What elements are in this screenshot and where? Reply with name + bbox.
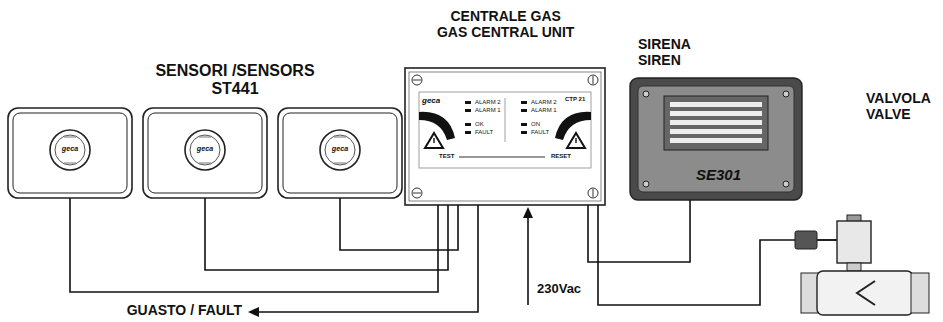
led [465, 123, 471, 126]
unit-heading: CENTRALE GAS GAS CENTRAL UNIT [435, 8, 576, 40]
led-label: ALARM 2 [531, 99, 557, 106]
connection-wire [340, 198, 458, 250]
gas-valve: VALVOLA VALVE [795, 215, 935, 317]
gas-sensor: geca [278, 108, 402, 198]
unit-lid [409, 72, 601, 201]
valve-body [817, 271, 913, 315]
button-label: RESET [551, 153, 571, 160]
status-arc [419, 112, 455, 140]
screw [643, 181, 649, 187]
power-input-wire [527, 216, 529, 305]
button-label: TEST [439, 153, 454, 160]
led-label: FAULT [531, 129, 549, 136]
model-label: SE301 [696, 166, 741, 183]
warning-triangle [567, 133, 585, 148]
screw [643, 91, 649, 97]
screw-slot [413, 193, 421, 194]
power-supply-label: 230Vac [537, 282, 581, 297]
led-label: ALARM 1 [531, 107, 557, 114]
grille-slot [670, 138, 762, 143]
model-label: CTP 21 [565, 96, 585, 103]
brand-logo: geca [278, 145, 402, 153]
siren-frame [630, 78, 802, 200]
led-label: ALARM 1 [475, 107, 501, 114]
siren: SIRENA SIRENSE301 [630, 78, 802, 200]
screw [412, 75, 422, 85]
siren-drawing [630, 78, 802, 200]
grille-slot [670, 102, 762, 107]
connection-wire [588, 200, 690, 262]
pipe-flange [801, 273, 819, 313]
fault-output-label: GUASTO / FAULT [127, 302, 242, 318]
valve-heading: VALVOLA VALVE [866, 90, 942, 122]
led [465, 131, 471, 134]
siren-heading: SIRENA SIREN [638, 36, 702, 68]
front-panel [419, 92, 591, 168]
warning-mark [433, 138, 434, 143]
led [521, 123, 527, 126]
screw [588, 75, 598, 85]
led [465, 109, 471, 112]
screw-slot [593, 76, 594, 84]
led-label: ALARM 2 [475, 99, 501, 106]
gas-sensor-drawing [278, 108, 402, 198]
grille-slot [670, 120, 762, 125]
unit-housing [405, 68, 605, 205]
cable-plug [795, 231, 817, 249]
siren-grille [664, 96, 768, 150]
gas-sensor-drawing [143, 108, 267, 198]
gas-sensor: geca [8, 108, 132, 198]
brand-logo: geca [143, 145, 267, 153]
brand-logo: geca [8, 145, 132, 153]
screw-slot [413, 80, 421, 81]
connection-wire [205, 198, 448, 270]
gas-sensor-drawing [8, 108, 132, 198]
sensors-heading: SENSORI /SENSORS ST441 [150, 62, 320, 99]
led-label: FAULT [475, 129, 493, 136]
screw [783, 181, 789, 187]
led-label: ON [531, 121, 540, 128]
arrow-head [248, 307, 259, 317]
solenoid-coil [837, 221, 871, 263]
brand-logo: geca [422, 96, 440, 105]
central-unit-drawing [405, 68, 605, 205]
warning-mark [575, 138, 576, 143]
status-arc [555, 112, 591, 140]
connection-wire [70, 198, 438, 292]
plug-lead [817, 239, 837, 241]
panel-divider [505, 98, 506, 142]
siren-face [638, 86, 794, 192]
connection-wire [598, 205, 795, 305]
warning-triangle [425, 133, 443, 148]
screw [588, 188, 598, 198]
screw [412, 188, 422, 198]
led-label: OK [475, 121, 484, 128]
led [521, 131, 527, 134]
button-bar [459, 157, 545, 158]
flow-arrow [857, 281, 875, 305]
screw [783, 91, 789, 97]
valve-stem [847, 263, 861, 271]
led [465, 101, 471, 104]
gas-sensor: geca [143, 108, 267, 198]
fault-output-wire [256, 205, 478, 312]
led [521, 109, 527, 112]
arrow-head [523, 207, 533, 218]
grille-slot [670, 129, 762, 134]
gas-central-unit: CENTRALE GAS GAS CENTRAL UNITgecaALARM 2… [405, 68, 605, 205]
pipe-flange [911, 273, 929, 313]
valve-drawing [795, 215, 929, 315]
grille-slot [670, 111, 762, 116]
led [521, 101, 527, 104]
screw-slot [593, 189, 594, 197]
